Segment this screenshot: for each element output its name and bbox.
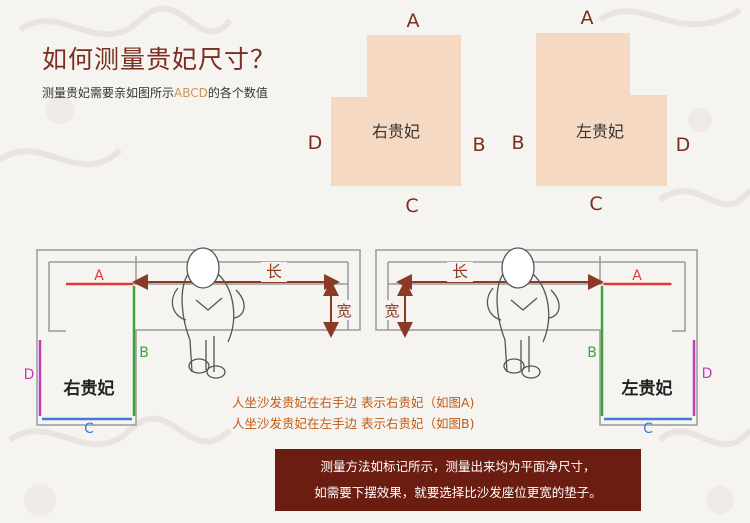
left-measure-b-label: B: [139, 345, 149, 361]
subtitle-suffix: 的各个数值: [207, 86, 268, 100]
instruction-2-part1: 人坐沙发贵妃在左手边: [232, 416, 358, 431]
right-shape-name: 右贵妃: [372, 122, 420, 141]
person-icon-left: [171, 247, 245, 379]
page-title: 如何测量贵妃尺寸？: [42, 45, 277, 74]
right-shape-label-c: C: [405, 195, 418, 217]
left-width-label: 宽: [336, 302, 351, 320]
subtitle-highlight: ABCD: [174, 86, 208, 100]
right-measure-b-label: B: [587, 345, 597, 361]
left-shape-label-a: A: [581, 7, 594, 29]
right-shape-label-b: B: [472, 134, 485, 156]
subtitle-prefix: 测量贵妃需要亲如图所示: [42, 86, 175, 100]
left-sofa-chaise-name: 右贵妃: [64, 378, 115, 399]
instruction-1-part2: 表示右贵妃（如图A): [361, 395, 475, 410]
right-chaise-shape: 右贵妃 A D B C: [308, 10, 486, 217]
instruction-line-1: 人坐沙发贵妃在右手边 表示右贵妃（如图A): [232, 392, 474, 411]
left-shape-name: 左贵妃: [576, 122, 624, 141]
right-shape-label-a: A: [407, 10, 420, 32]
page-subtitle: 测量贵妃需要亲如图所示ABCD的各个数值: [42, 84, 268, 101]
left-length-label: 长: [266, 262, 282, 281]
right-length-label: 长: [452, 262, 468, 281]
caption-box: 测量方法如标记所示，测量出来均为平面净尺寸， 如需要下摆效果，就要选择比沙发座位…: [275, 449, 641, 511]
person-icon-right: [486, 247, 560, 379]
caption-line-2: 如需要下摆效果，就要选择比沙发座位更宽的垫子。: [314, 485, 602, 500]
right-sofa-chaise-name: 左贵妃: [622, 378, 673, 399]
left-shape-label-d: D: [676, 134, 691, 156]
instruction-2-part2: 表示右贵妃（如图B): [361, 416, 475, 431]
instruction-line-2: 人坐沙发贵妃在左手边 表示右贵妃（如图B): [232, 413, 474, 432]
right-width-label: 宽: [384, 302, 399, 320]
left-shape-label-c: C: [589, 193, 602, 215]
caption-line-1: 测量方法如标记所示，测量出来均为平面净尺寸，: [320, 459, 596, 474]
left-shape-label-b: B: [511, 132, 524, 154]
right-measure-c-label: C: [643, 421, 653, 437]
instruction-1-part1: 人坐沙发贵妃在右手边: [232, 395, 358, 410]
left-chaise-shape: 左贵妃 A B D C: [511, 7, 690, 215]
left-measure-d-label: D: [24, 367, 35, 383]
right-shape-label-d: D: [308, 132, 323, 154]
right-measure-d-label: D: [702, 366, 713, 382]
right-measure-a-label: A: [632, 268, 642, 284]
left-measure-c-label: C: [84, 421, 94, 437]
left-measure-a-label: A: [94, 268, 104, 284]
